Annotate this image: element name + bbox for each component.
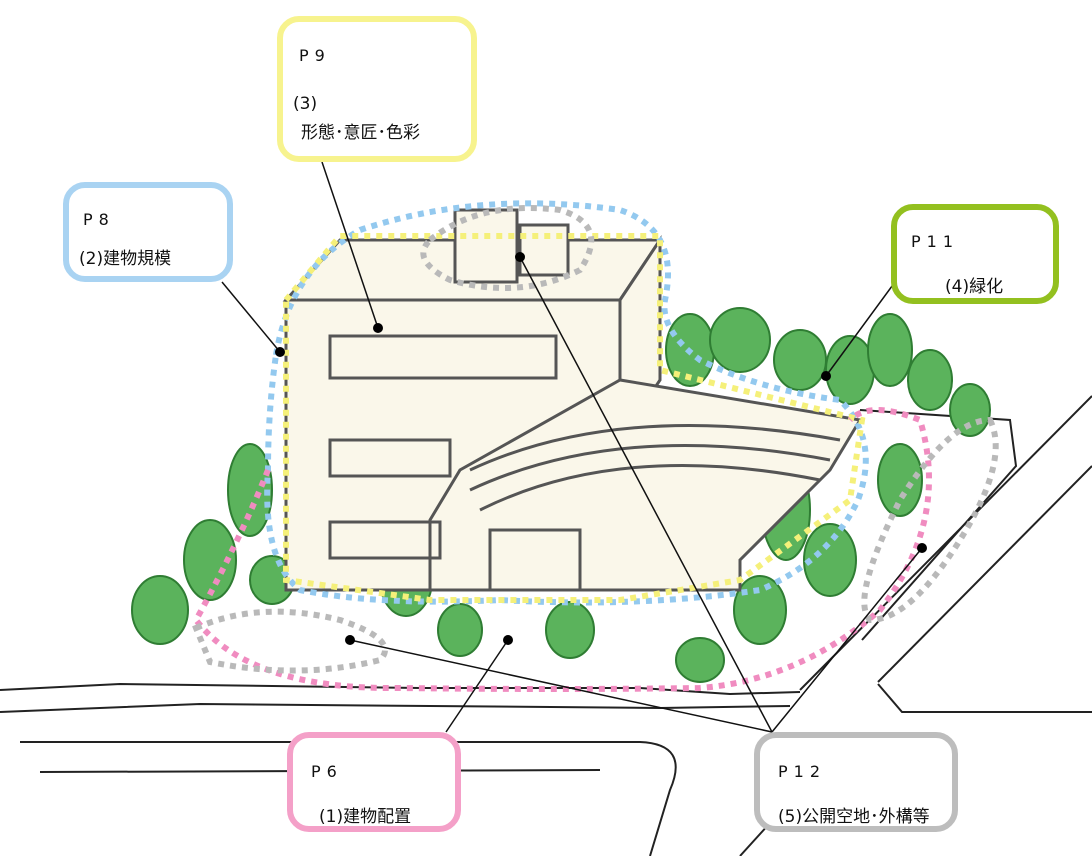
callout-page-number: P6 [311, 762, 343, 781]
callout-p12: P12 (5)公開空地･外構等 [754, 732, 958, 832]
window-band [328, 438, 452, 478]
leader-p12-c [349, 639, 773, 733]
callout-label: (2)建物規模 [79, 249, 172, 269]
tree [709, 307, 771, 373]
road-curb-lower [20, 741, 677, 856]
zone-blue-scale [264, 200, 869, 606]
leader-p11 [825, 281, 896, 377]
callout-label: (3) [293, 94, 318, 114]
leader-dot [503, 635, 513, 645]
penthouse-2 [518, 223, 570, 277]
zone-pink-open [192, 407, 932, 692]
zone-yellow-form [283, 233, 866, 603]
tree [949, 383, 991, 437]
leader-dot [373, 323, 383, 333]
road-diagonal-2 [877, 465, 1092, 683]
leader-p8 [221, 281, 281, 353]
wall-line [859, 409, 1018, 641]
callout-p8: P8 (2)建物規模 [63, 182, 233, 282]
window-band [328, 520, 442, 560]
leader-p6 [445, 639, 509, 733]
tree [877, 443, 923, 517]
zone-gray-wall [861, 416, 999, 624]
window-band [328, 334, 558, 380]
callout-label: (1)建物配置 [319, 807, 412, 827]
zone-gray-parking [192, 608, 388, 674]
leader-p9 [321, 161, 379, 329]
entrance [488, 528, 582, 592]
callout-p9: P9 (3) 形態･意匠･色彩 [277, 16, 477, 162]
leader-dot [345, 635, 355, 645]
road-lines [0, 395, 1092, 856]
callout-p6: P6 (1)建物配置 [287, 732, 461, 832]
leader-dot [821, 371, 831, 381]
callout-label: (4)緑化 [945, 277, 1004, 297]
roof-lines [469, 423, 841, 512]
tree [867, 313, 913, 387]
tree [825, 335, 875, 405]
tree [437, 603, 483, 657]
leader-dot [515, 252, 525, 262]
tree [227, 443, 273, 537]
tree [773, 329, 827, 391]
zones [192, 200, 999, 692]
tree [733, 575, 787, 645]
callout-p11: P11 (4)緑化 [891, 204, 1059, 304]
road-diagonal-3 [877, 683, 1092, 713]
leader-lines [221, 161, 923, 733]
tree [545, 601, 595, 659]
leader-dots [275, 252, 927, 645]
leader-dot [917, 543, 927, 553]
road-diagonal-1 [799, 395, 1092, 691]
callout-page-number: P11 [911, 232, 960, 251]
road-edge-lower [0, 702, 791, 713]
tree [183, 519, 237, 601]
callout-label: 形態･意匠･色彩 [301, 123, 420, 143]
tree [803, 523, 857, 597]
leader-p12-b [771, 547, 923, 733]
tree [907, 349, 953, 411]
tree [675, 637, 725, 683]
callout-label: (5)公開空地･外構等 [778, 807, 930, 827]
callout-page-number: P8 [83, 210, 115, 229]
callout-page-number: P12 [778, 762, 827, 781]
building [282, 208, 863, 592]
leader-p12-a [519, 256, 773, 733]
tree [131, 575, 189, 645]
callout-page-number: P9 [299, 46, 331, 65]
leader-dot [275, 347, 285, 357]
